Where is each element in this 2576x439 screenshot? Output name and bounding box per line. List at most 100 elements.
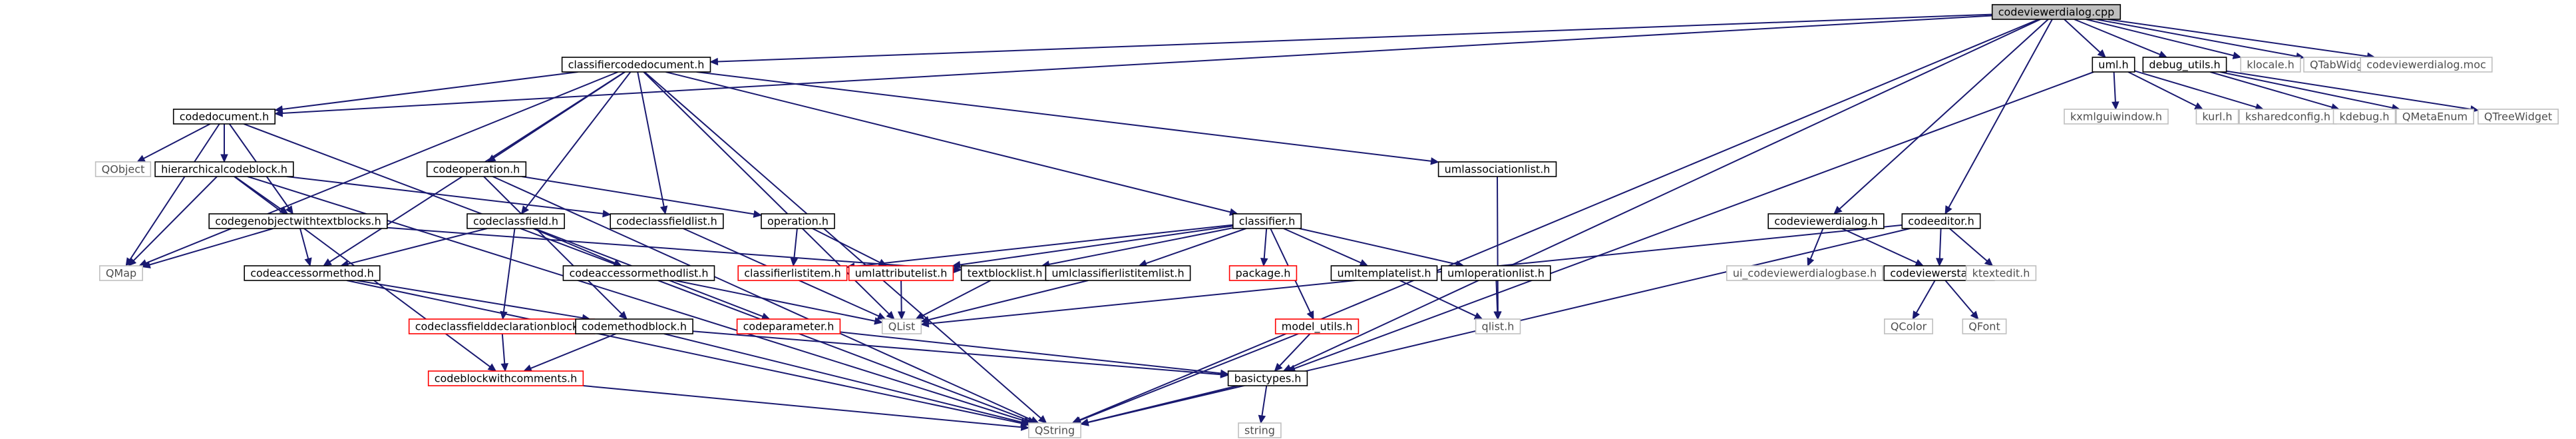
arrowhead-umloperationlist_h-to-qlist_h bbox=[1493, 311, 1501, 320]
edge-debug_utils_h-to-kdebug_h bbox=[2209, 71, 2332, 108]
node-label: classifierlistitem.h bbox=[744, 267, 841, 280]
node-codeaccessormethodlist-h[interactable]: codeaccessormethodlist.h bbox=[562, 265, 715, 281]
arrowhead-umlattributelist_h-to-qlist bbox=[897, 311, 906, 320]
arrowhead-codeeditor_h-to-codeviewerstate_h bbox=[1936, 258, 1944, 267]
edge-codeviewerdialog_cpp-to-qstring bbox=[1079, 19, 2039, 421]
node-codeeditor-h[interactable]: codeeditor.h bbox=[1901, 213, 1981, 229]
edge-basictypes_h-to-string bbox=[1261, 385, 1268, 416]
node-codeaccessormethod-h[interactable]: codeaccessormethod.h bbox=[244, 265, 381, 281]
node-codemethodblock-h[interactable]: codemethodblock.h bbox=[575, 318, 693, 334]
edge-codeviewerdialog_cpp-to-debug_utils_h bbox=[2074, 19, 2161, 55]
node-label: umltemplatelist.h bbox=[1337, 267, 1431, 280]
node-model-utils-h[interactable]: model_utils.h bbox=[1274, 318, 1360, 334]
edge-uml_h-to-kxmlguiwindow_h bbox=[2113, 71, 2116, 103]
node-label: QFont bbox=[1968, 320, 2000, 333]
node-qlist: QList bbox=[881, 318, 922, 334]
node-umlattributelist-h[interactable]: umlattributelist.h bbox=[848, 265, 954, 281]
node-uml-h[interactable]: uml.h bbox=[2092, 57, 2135, 73]
node-label: codeblockwithcomments.h bbox=[435, 372, 578, 385]
node-box bbox=[208, 213, 388, 229]
arrowhead-classifiercodedocument_h-to-codeclassfield_h bbox=[520, 205, 530, 215]
node-debug-utils-h[interactable]: debug_utils.h bbox=[2142, 57, 2227, 73]
node-box bbox=[1227, 370, 1308, 386]
node-label: hierarchicalcodeblock.h bbox=[161, 163, 287, 176]
node-label: string bbox=[1244, 424, 1275, 437]
arrowhead-codeviewerdialog_h-to-ui_codeviewerdialogbase_h bbox=[1807, 257, 1815, 267]
node-box bbox=[1965, 265, 2037, 281]
node-label: package.h bbox=[1236, 267, 1291, 280]
node-umloperationlist-h[interactable]: umloperationlist.h bbox=[1441, 265, 1551, 281]
edge-umlassociationlist_h-to-qlist_h bbox=[1497, 176, 1499, 312]
node-label: codeclassfield.h bbox=[473, 215, 558, 228]
node-label: operation.h bbox=[767, 215, 828, 228]
node-box bbox=[2360, 57, 2493, 73]
node-klocale-h: klocale.h bbox=[2240, 57, 2301, 73]
node-box bbox=[427, 370, 584, 386]
node-box bbox=[1726, 265, 1883, 281]
node-box bbox=[1884, 318, 1934, 334]
node-textblocklist-h[interactable]: textblocklist.h bbox=[960, 265, 1049, 281]
edge-operation_h-to-umlattributelist_h bbox=[812, 228, 880, 263]
node-box bbox=[154, 161, 294, 177]
node-label: codeparameter.h bbox=[743, 320, 834, 333]
node-box bbox=[1045, 265, 1191, 281]
node-umlassociationlist-h[interactable]: umlassociationlist.h bbox=[1437, 161, 1557, 177]
node-box bbox=[1991, 4, 2121, 20]
edge-codedocument_h-to-qmap bbox=[129, 123, 220, 260]
node-codeviewerdialog-cpp[interactable]: codeviewerdialog.cpp bbox=[1991, 4, 2121, 20]
node-classifiercodedocument-h[interactable]: classifiercodedocument.h bbox=[561, 57, 711, 73]
arrowhead-hierarchicalcodeblock_h-to-codeblockwithcomments_h bbox=[487, 363, 497, 372]
node-codeviewerdialog-h[interactable]: codeviewerdialog.h bbox=[1767, 213, 1885, 229]
arrowhead-codeviewerdialog_cpp-to-codeviewerdialog_h bbox=[1833, 205, 1843, 215]
node-box bbox=[2332, 109, 2396, 125]
edge-hierarchicalcodeblock_h-to-qstring bbox=[247, 176, 1025, 422]
node-box bbox=[1475, 318, 1521, 334]
node-umltemplatelist-h[interactable]: umltemplatelist.h bbox=[1330, 265, 1438, 281]
node-codeblockwithcomments-h[interactable]: codeblockwithcomments.h bbox=[427, 370, 584, 386]
node-codeclassfield-h[interactable]: codeclassfield.h bbox=[466, 213, 565, 229]
node-label: codeviewerdialog.cpp bbox=[1998, 6, 2115, 19]
node-label: codeeditor.h bbox=[1908, 215, 1974, 228]
node-box bbox=[1232, 213, 1302, 229]
node-label: umlassociationlist.h bbox=[1445, 163, 1551, 176]
node-package-h[interactable]: package.h bbox=[1228, 265, 1298, 281]
node-codedocument-h[interactable]: codedocument.h bbox=[172, 109, 276, 125]
node-box bbox=[575, 318, 693, 334]
node-label: codeviewerdialog.h bbox=[1774, 215, 1878, 228]
arrowhead-codeeditor_h-to-qlist bbox=[920, 320, 930, 328]
edge-umloperationlist_h-to-qlist_h bbox=[1495, 280, 1499, 312]
edge-codeviewerdialog_cpp-to-codeviewerdialog_h bbox=[1839, 19, 2049, 210]
node-label: model_utils.h bbox=[1282, 320, 1353, 334]
edge-codeparameter_h-to-basictypes_h bbox=[840, 331, 1221, 374]
node-box bbox=[761, 213, 835, 229]
node-hierarchicalcodeblock-h[interactable]: hierarchicalcodeblock.h bbox=[154, 161, 294, 177]
node-classifier-h[interactable]: classifier.h bbox=[1232, 213, 1302, 229]
arrowhead-classifiercodedocument_h-to-codeclassfieldlist_h bbox=[659, 205, 668, 215]
node-label: QTreeWidget bbox=[2484, 111, 2552, 123]
arrowhead-textblocklist_h-to-qlist bbox=[915, 312, 925, 320]
node-codegenobjectwithtextblocks-h[interactable]: codegenobjectwithtextblocks.h bbox=[208, 213, 388, 229]
arrowhead-operation_h-to-classifierlistitem_h bbox=[790, 257, 799, 267]
node-qmetaenum: QMetaEnum bbox=[2396, 109, 2474, 125]
node-label: basictypes.h bbox=[1234, 372, 1302, 385]
node-box bbox=[1437, 161, 1557, 177]
node-label: codeviewerstate.h bbox=[1890, 267, 1988, 280]
arrowhead-classifiercodedocument_h-to-codeaccessormethod_h bbox=[323, 258, 332, 266]
edge-umltemplatelist_h-to-qlist_h bbox=[1399, 280, 1476, 317]
node-classifierlistitem-h[interactable]: classifierlistitem.h bbox=[737, 265, 848, 281]
node-codeparameter-h[interactable]: codeparameter.h bbox=[736, 318, 841, 334]
node-umlclassifierlistitemlist-h[interactable]: umlclassifierlistitemlist.h bbox=[1045, 265, 1191, 281]
arrowhead-codeviewerdialog_h-to-codeviewerstate_h bbox=[1915, 258, 1925, 266]
node-label: umlclassifierlistitemlist.h bbox=[1051, 267, 1184, 280]
node-codeclassfielddeclarationblock-h[interactable]: codeclassfielddeclarationblock.h bbox=[408, 318, 596, 334]
node-operation-h[interactable]: operation.h bbox=[761, 213, 835, 229]
node-basictypes-h[interactable]: basictypes.h bbox=[1227, 370, 1308, 386]
edge-codeeditor_h-to-ktextedit_h bbox=[1949, 228, 1988, 262]
node-codeclassfieldlist-h[interactable]: codeclassfieldlist.h bbox=[610, 213, 724, 229]
arrowhead-codeoperation_h-to-codemethodblock_h bbox=[618, 310, 628, 320]
node-codeoperation-h[interactable]: codeoperation.h bbox=[426, 161, 527, 177]
node-box bbox=[1274, 318, 1360, 334]
arrowhead-codedocument_h-to-hierarchicalcodeblock_h bbox=[220, 154, 228, 163]
arrowhead-codeclassfieldlist_h-to-qlist bbox=[876, 312, 886, 320]
edge-debug_utils_h-to-qmetaenum bbox=[2219, 71, 2393, 109]
